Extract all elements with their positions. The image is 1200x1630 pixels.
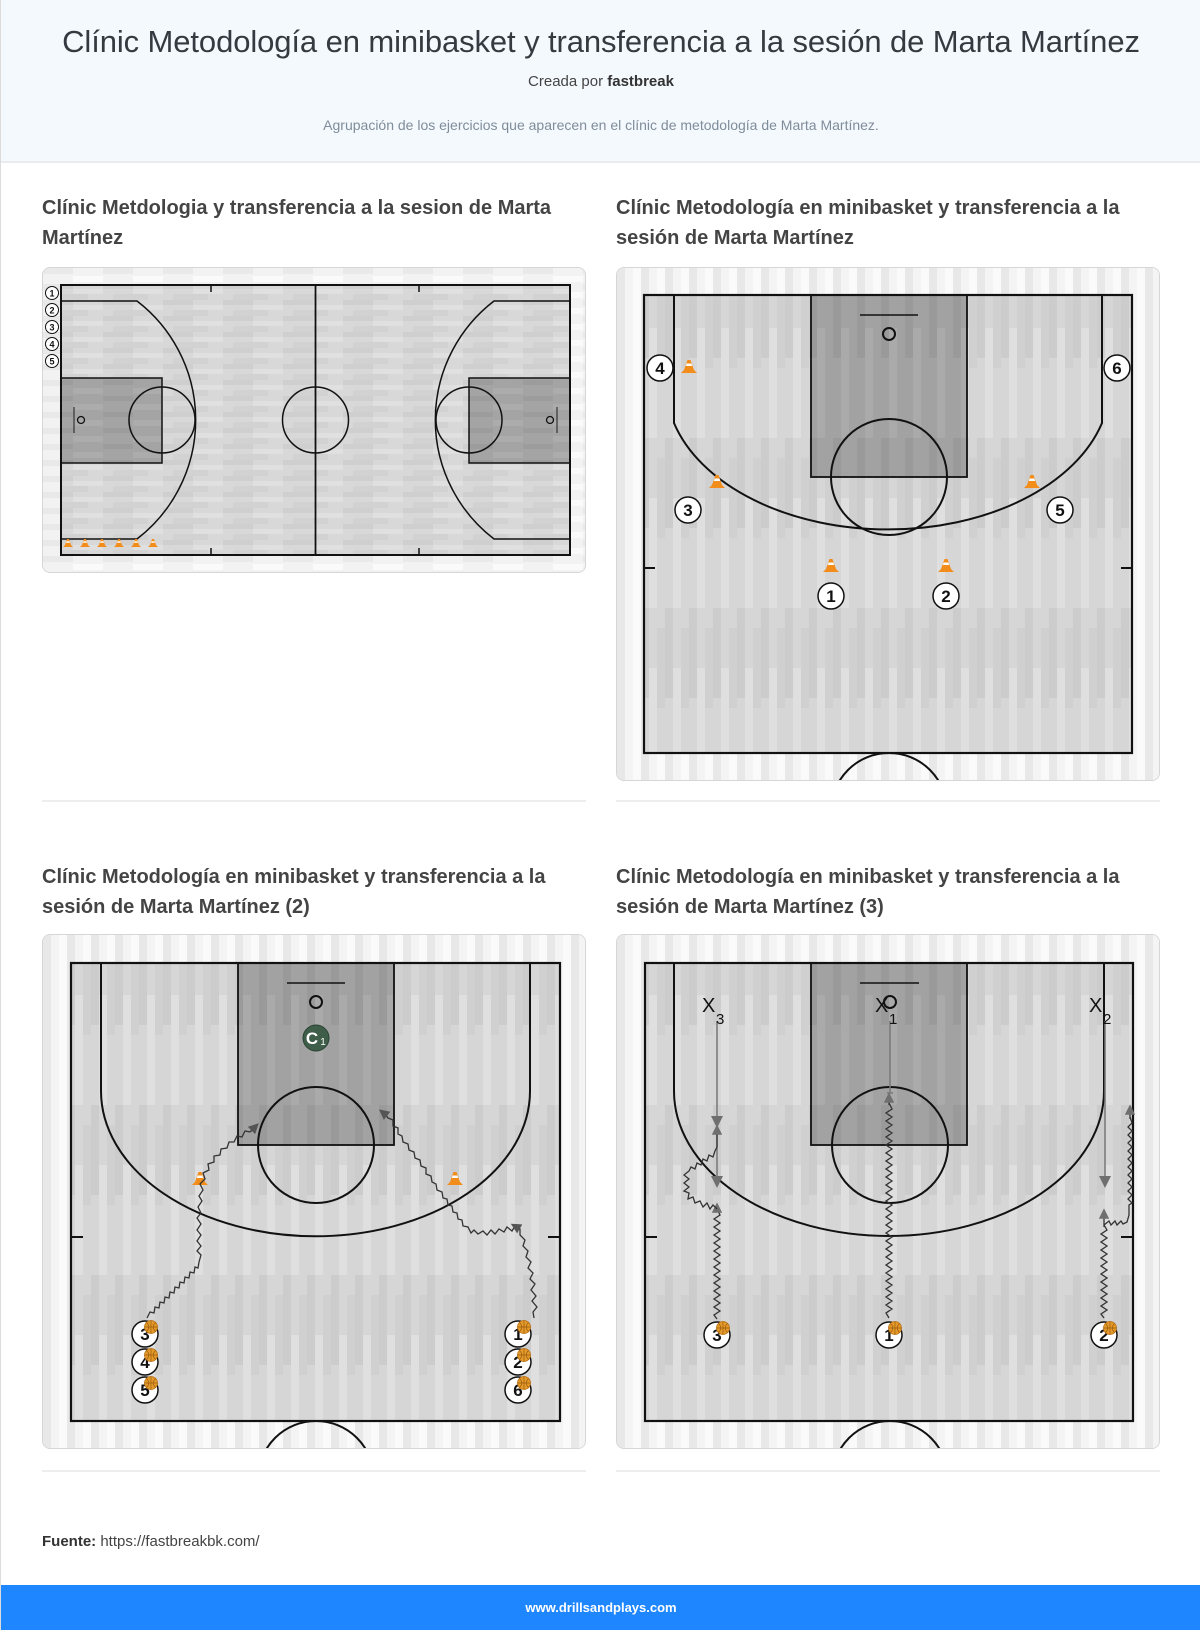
svg-text:6: 6: [513, 1381, 522, 1400]
svg-text:4: 4: [140, 1353, 150, 1372]
svg-text:1: 1: [884, 1326, 893, 1345]
svg-text:1: 1: [889, 1011, 897, 1028]
svg-text:1: 1: [320, 1037, 326, 1048]
footer-site-link[interactable]: www.drillsandplays.com: [525, 1600, 677, 1615]
defender-x2: X 2: [1089, 995, 1111, 1028]
dribble-path-right: [378, 1109, 538, 1319]
svg-text:5: 5: [140, 1381, 149, 1400]
row-divider: [616, 800, 1160, 802]
player-5: 5: [45, 354, 59, 368]
drill-card-3: Clínic Metodología en minibasket y trans…: [42, 862, 586, 1449]
drill-diagram-4[interactable]: X 3 X 1 X 2 3 1 2: [616, 934, 1160, 1449]
svg-text:2: 2: [1103, 1011, 1111, 1028]
svg-text:3: 3: [140, 1325, 149, 1344]
page-description: Agrupación de los ejercicios que aparece…: [323, 117, 879, 133]
source-url[interactable]: https://fastbreakbk.com/: [100, 1533, 260, 1550]
svg-text:2: 2: [513, 1353, 522, 1372]
drill-diagram-1[interactable]: 1 2 3 4 5: [42, 267, 586, 573]
svg-text:4: 4: [655, 359, 665, 378]
svg-text:2: 2: [941, 587, 950, 606]
row-divider: [42, 1470, 586, 1472]
drill-diagram-2[interactable]: 4 6 3 5 1 2: [616, 267, 1160, 781]
defender-x1: X 1: [875, 995, 897, 1028]
svg-text:X: X: [702, 995, 715, 1017]
svg-text:1: 1: [826, 587, 835, 606]
drill-title[interactable]: Clínic Metodología en minibasket y trans…: [616, 197, 1120, 249]
player-2: 2: [932, 582, 960, 610]
row-divider: [616, 1470, 1160, 1472]
svg-text:6: 6: [1112, 359, 1121, 378]
defender-x3: X 3: [702, 995, 724, 1028]
page-title: Clínic Metodología en minibasket y trans…: [62, 24, 1140, 59]
player-5: 5: [1046, 496, 1074, 524]
svg-text:3: 3: [716, 1011, 724, 1028]
defenders: X 3 X 1 X 2: [702, 995, 1111, 1028]
player-6: 6: [1103, 354, 1131, 382]
svg-text:1: 1: [49, 289, 54, 299]
drill-title[interactable]: Clínic Metodología en minibasket y trans…: [616, 866, 1120, 918]
svg-text:3: 3: [49, 323, 54, 333]
svg-text:4: 4: [49, 340, 54, 350]
coach-marker: C 1: [302, 1024, 330, 1052]
half-court-diagram: X 3 X 1 X 2 3 1 2: [617, 935, 1159, 1448]
svg-text:2: 2: [49, 306, 54, 316]
svg-text:X: X: [875, 995, 888, 1017]
half-court-diagram: C 1 3 4 5 1: [43, 935, 585, 1448]
full-court-diagram: 1 2 3 4 5: [43, 268, 585, 572]
player-2: 2: [45, 303, 59, 317]
drill-title[interactable]: Clínic Metdologia y transferencia a la s…: [42, 197, 552, 249]
player-1: 1: [817, 582, 845, 610]
svg-text:5: 5: [49, 357, 54, 367]
svg-text:5: 5: [1055, 501, 1064, 520]
player-4: 4: [646, 354, 674, 382]
row-divider: [42, 800, 586, 802]
drill-diagram-3[interactable]: C 1 3 4 5 1: [42, 934, 586, 1449]
svg-text:X: X: [1089, 995, 1102, 1017]
site-footer: www.drillsandplays.com: [1, 1585, 1200, 1630]
player-4: 4: [45, 337, 59, 351]
dribble-path-left: [146, 1123, 259, 1319]
drill-card-2: Clínic Metodología en minibasket y trans…: [616, 193, 1160, 781]
player-1: 1: [45, 286, 59, 300]
svg-text:3: 3: [683, 501, 692, 520]
byline-prefix: Creada por: [528, 73, 604, 90]
author-link[interactable]: fastbreak: [607, 73, 674, 90]
dribble-paths: [682, 1092, 1136, 1320]
player-3: 3: [674, 496, 702, 524]
drill-card-1: Clínic Metdologia y transferencia a la s…: [42, 193, 586, 573]
svg-text:3: 3: [712, 1326, 721, 1345]
svg-text:2: 2: [1099, 1326, 1108, 1345]
page-header: Clínic Metodología en minibasket y trans…: [1, 0, 1200, 163]
drill-card-4: Clínic Metodología en minibasket y trans…: [616, 862, 1160, 1449]
svg-text:C: C: [306, 1029, 318, 1048]
source-line: Fuente: https://fastbreakbk.com/: [42, 1533, 260, 1550]
svg-text:1: 1: [513, 1325, 522, 1344]
byline: Creada por fastbreak: [1, 73, 1200, 90]
half-court-diagram: 4 6 3 5 1 2: [617, 268, 1159, 780]
player-3: 3: [45, 320, 59, 334]
source-label: Fuente:: [42, 1533, 97, 1550]
drill-title[interactable]: Clínic Metodología en minibasket y trans…: [42, 866, 546, 918]
